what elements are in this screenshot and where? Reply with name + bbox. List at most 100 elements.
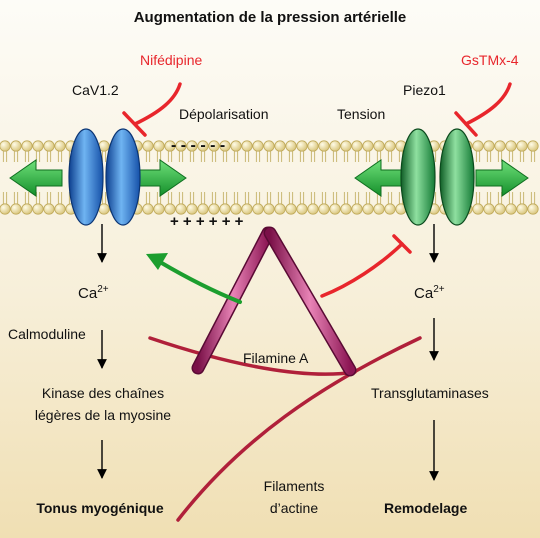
lipid-head — [483, 203, 495, 215]
lipid-head — [219, 203, 231, 215]
calcium-left-charge: 2+ — [97, 284, 109, 295]
gstmx4-inhibition — [454, 82, 512, 137]
lipid-head — [340, 140, 352, 152]
lipid-head — [516, 203, 528, 215]
lipid-head — [318, 140, 330, 152]
diagram-title: Augmentation de la pression artérielle — [133, 9, 407, 26]
lipid-head — [263, 140, 275, 152]
filamin-activates-cav12 — [146, 253, 242, 304]
filamin-inhibits-piezo — [320, 234, 412, 298]
cav12-label: CaV1.2 — [72, 82, 119, 98]
lipid-head — [527, 140, 539, 152]
lipid-head — [142, 203, 154, 215]
lipid-head — [285, 140, 297, 152]
stretch-arrow-right-outer — [475, 159, 529, 197]
lipid-head — [362, 203, 374, 215]
lipid-head — [516, 140, 528, 152]
lipid-head — [329, 140, 341, 152]
lipid-head — [10, 203, 22, 215]
lipid-head — [362, 140, 374, 152]
lipid-head — [153, 203, 165, 215]
negative-charges: - - - - - - — [171, 137, 226, 154]
lipid-head — [505, 140, 517, 152]
cav12-channel — [68, 128, 141, 226]
lipid-head — [340, 203, 352, 215]
lipid-head — [230, 140, 242, 152]
actin-filament-1 — [148, 336, 357, 376]
calcium-right-symbol: Ca — [414, 285, 434, 302]
depolarization-label: Dépolarisation — [179, 106, 269, 122]
lipid-head — [10, 140, 22, 152]
lipid-head — [384, 140, 396, 152]
lipid-head — [307, 203, 319, 215]
myogenic-tone-label: Tonus myogénique — [36, 500, 164, 516]
lipid-head — [274, 203, 286, 215]
lipid-head — [197, 140, 209, 152]
lipid-head — [373, 203, 385, 215]
actin-label-line1: Filaments — [263, 478, 325, 494]
lipid-head — [32, 203, 44, 215]
lipid-head — [274, 140, 286, 152]
lipid-head — [351, 140, 363, 152]
lipid-head — [142, 140, 154, 152]
lipid-head — [32, 140, 44, 152]
lipid-head — [164, 203, 176, 215]
nifedipine-inhibition — [122, 82, 182, 137]
lipid-head — [373, 140, 385, 152]
pathway-arrows — [97, 224, 439, 481]
lipid-head — [54, 203, 66, 215]
lipid-head — [318, 203, 330, 215]
remodeling-label: Remodelage — [384, 500, 468, 516]
calcium-right: Ca2+ — [414, 284, 445, 302]
lipid-head — [252, 140, 264, 152]
lipid-head — [494, 140, 506, 152]
filamin-a-label: Filamine A — [243, 350, 309, 366]
lipid-head — [241, 203, 253, 215]
lipid-head — [472, 203, 484, 215]
calcium-left: Ca2+ — [78, 284, 109, 302]
lipid-head — [186, 203, 198, 215]
lipid-head — [21, 140, 33, 152]
lipid-head — [186, 140, 198, 152]
lipid-head — [351, 203, 363, 215]
calmodulin-label: Calmoduline — [8, 326, 86, 342]
piezo1-label: Piezo1 — [403, 82, 446, 98]
lipid-head — [0, 203, 11, 215]
lipid-head — [21, 203, 33, 215]
stretch-arrow-left-inner — [133, 159, 187, 197]
transglutaminases-label: Transglutaminases — [371, 385, 489, 401]
stretch-arrow-left-outer — [9, 159, 63, 197]
lipid-head — [494, 203, 506, 215]
lipid-head — [285, 203, 297, 215]
lipid-head — [483, 140, 495, 152]
lipid-head — [263, 203, 275, 215]
calcium-left-symbol: Ca — [78, 285, 98, 302]
gstmx4-label: GsTMx-4 — [461, 52, 519, 68]
calcium-right-charge: 2+ — [433, 284, 445, 295]
lipid-head — [197, 203, 209, 215]
lipid-head — [54, 140, 66, 152]
lipid-head — [175, 203, 187, 215]
nifedipine-label: Nifédipine — [140, 52, 203, 68]
lipid-head — [43, 140, 55, 152]
lipid-head — [0, 140, 11, 152]
lipid-head — [208, 203, 220, 215]
actin-label-line2: d’actine — [269, 500, 319, 516]
lipid-head — [219, 140, 231, 152]
lipid-head — [307, 140, 319, 152]
lipid-head — [527, 203, 539, 215]
lipid-head — [175, 140, 187, 152]
lipid-head — [296, 140, 308, 152]
positive-charges: + + + + + + — [170, 213, 244, 230]
lipid-head — [208, 140, 220, 152]
stretch-arrow-right-inner — [354, 159, 408, 197]
lipid-head — [230, 203, 242, 215]
mlck-label-line1: Kinase des chaînes — [41, 385, 165, 401]
lipid-head — [252, 203, 264, 215]
actin-filament-2 — [176, 336, 422, 522]
lipid-head — [505, 203, 517, 215]
lipid-head — [164, 140, 176, 152]
mlck-label-line2: légères de la myosine — [34, 407, 172, 423]
